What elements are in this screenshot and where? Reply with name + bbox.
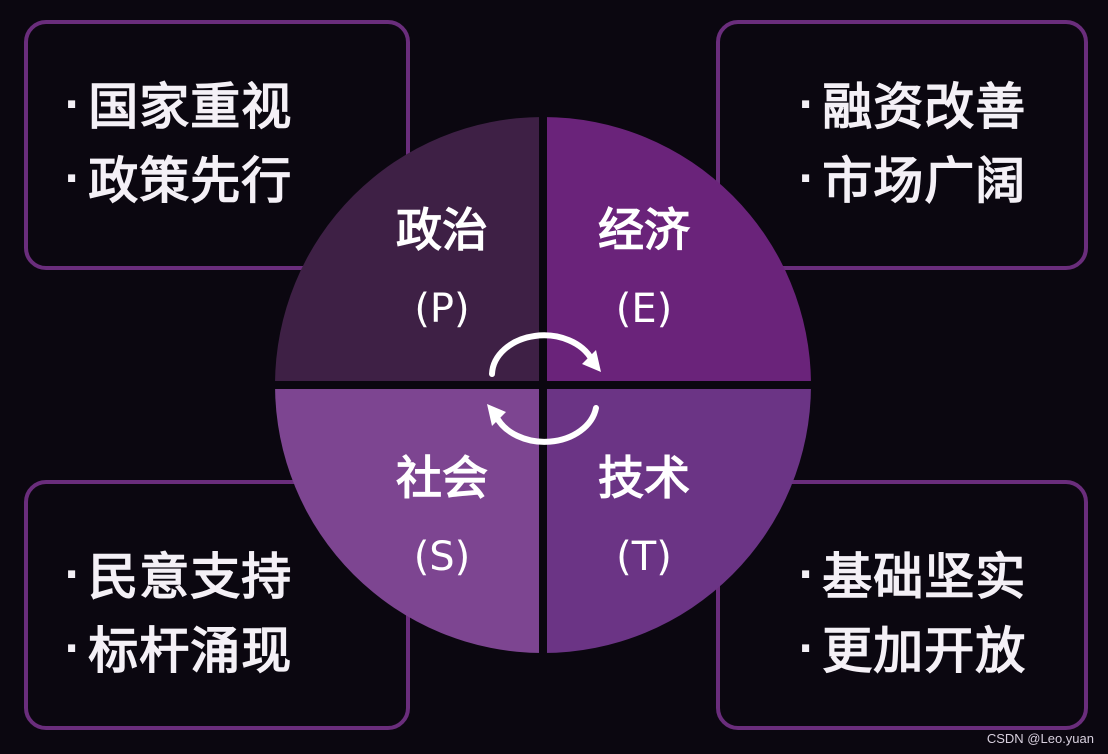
quadrant-title: 政治 [396,203,488,257]
bullet-item: ·基础坚实 [798,552,1026,602]
bullet-dot: · [798,156,815,202]
bullet-text: 标杆涌现 [88,622,293,680]
quadrant-title: 社会 [396,451,488,505]
technology-factors-box: ·基础坚实 ·更加开放 [716,480,1088,730]
quadrant-code: (T) [616,534,672,580]
circular-arrows-icon [487,332,601,445]
bullet-item: ·民意支持 [64,552,292,602]
bullet-item: ·市场广阔 [798,156,1026,206]
quadrant-economic [543,117,811,385]
bullet-text: 更加开放 [822,622,1027,680]
bullet-item: ·更加开放 [798,626,1026,676]
bullet-dot: · [798,552,815,598]
bullet-dot: · [798,626,815,672]
quadrant-social [275,385,543,653]
bullet-dot: · [64,552,81,598]
quadrant-title: 经济 [598,203,691,257]
quadrant-political [275,117,543,385]
quadrant-title: 技术 [598,451,690,505]
political-factors-box: ·国家重视 ·政策先行 [24,20,410,270]
bullet-dot: · [64,626,81,672]
bullet-item: ·政策先行 [64,156,292,206]
bullet-text: 市场广阔 [822,152,1027,210]
bullet-item: ·融资改善 [798,82,1026,132]
bullet-item: ·国家重视 [64,82,292,132]
bullet-dot: · [64,156,81,202]
quadrant-code: (E) [616,286,672,332]
bullet-text: 基础坚实 [822,548,1027,606]
watermark: CSDN @Leo.yuan [986,731,1094,746]
bullet-dot: · [798,82,815,128]
quadrant-technology [543,385,811,653]
bullet-text: 民意支持 [88,548,293,606]
quadrant-code: (P) [414,286,469,332]
economic-factors-box: ·融资改善 ·市场广阔 [716,20,1088,270]
bullet-text: 政策先行 [88,152,293,210]
bullet-item: ·标杆涌现 [64,626,292,676]
pest-wheel: 政治 (P) 经济 (E) 社会 (S) 技术 (T) [270,112,816,658]
quadrant-code: (S) [414,534,471,580]
bullet-dot: · [64,82,81,128]
bullet-text: 融资改善 [822,78,1027,136]
bullet-text: 国家重视 [88,78,293,136]
